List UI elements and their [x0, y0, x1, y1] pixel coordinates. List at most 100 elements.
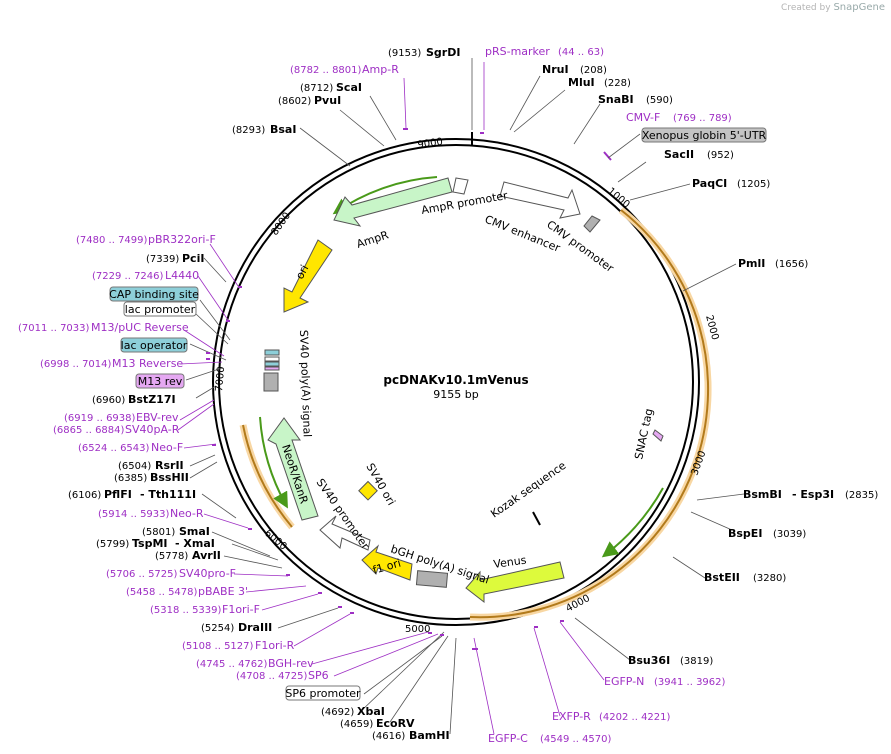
primer-cmv-f-range: (769 .. 789) — [673, 113, 732, 124]
box-sp6-promoter[interactable]: SP6 promoter — [285, 685, 361, 701]
enzyme-xbai[interactable]: XbaI — [357, 705, 385, 718]
enzyme-snabi-pos: (590) — [646, 95, 673, 106]
enzyme-scai[interactable]: ScaI — [336, 81, 362, 94]
enzyme-bstz17i[interactable]: BstZ17I — [128, 393, 176, 406]
enzyme-paqci-pos: (1205) — [737, 179, 770, 190]
primer-l4440[interactable]: L4440 — [165, 269, 199, 282]
svg-text:M13 rev: M13 rev — [138, 375, 183, 388]
svg-text:lac promoter: lac promoter — [125, 303, 196, 316]
primer-pbabe3[interactable]: pBABE 3' — [198, 585, 248, 598]
enzyme-pvui[interactable]: PvuI — [314, 94, 341, 107]
enzyme-xmai[interactable]: - XmaI — [175, 537, 215, 550]
box-lac-operator[interactable]: lac operator — [120, 337, 188, 353]
enzyme-bspei[interactable]: BspEI — [728, 527, 762, 540]
backbone-outer — [212, 138, 700, 626]
enzyme-pcii[interactable]: PciI — [182, 252, 204, 265]
enzyme-bsteii[interactable]: BstEII — [704, 571, 740, 584]
box-cap-binding-site[interactable]: CAP binding site — [109, 286, 199, 302]
enzyme-nrui[interactable]: NruI — [542, 63, 569, 76]
enzyme-smai[interactable]: SmaI — [179, 525, 210, 538]
enzyme-sgrdi[interactable]: SgrDI — [426, 46, 460, 59]
primer-l4440-range: (7229 .. 7246) — [92, 271, 164, 282]
enzyme-bsai[interactable]: BsaI — [270, 123, 296, 136]
primer-f1ori-f[interactable]: F1ori-F — [222, 603, 260, 616]
primer-bgh-rev[interactable]: BGH-rev — [268, 657, 314, 670]
feature-label-ori: ori — [293, 263, 311, 282]
primer-m13-reverse[interactable]: M13 Reverse — [112, 357, 183, 370]
primer-m13puc-rev[interactable]: M13/pUC Reverse — [91, 321, 189, 334]
tick-3000: 3000 — [689, 449, 708, 477]
primer-cmv-f[interactable]: CMV-F — [626, 111, 660, 124]
primer-exfp-r[interactable]: EXFP-R — [552, 710, 591, 723]
primer-sv40pa-r[interactable]: SV40pA-R — [125, 423, 180, 436]
cmv-enhancer-arrow — [499, 181, 581, 219]
primer-m13-reverse-range: (6998 .. 7014) — [40, 359, 112, 370]
primer-egfp-c[interactable]: EGFP-C — [488, 732, 528, 745]
f1-ori-arrow — [361, 544, 413, 581]
enzyme-bsmbi[interactable]: BsmBI — [743, 488, 782, 501]
primer-exfp-r-range: (4202 .. 4221) — [599, 712, 671, 723]
enzyme-rsrii[interactable]: RsrII — [155, 459, 184, 472]
snapgene-branding: Created by SnapGene — [781, 2, 885, 13]
primer-egfp-n[interactable]: EGFP-N — [604, 675, 644, 688]
enzyme-draiii[interactable]: DraIII — [238, 621, 272, 634]
enzyme-bsmbi-pos: (2835) — [845, 490, 878, 501]
primer-pbabe3-range: (5458 .. 5478) — [126, 587, 198, 598]
enzyme-bsu36i[interactable]: Bsu36I — [628, 654, 670, 667]
enzyme-draiii-pos: (5254) — [201, 623, 234, 634]
primer-sv40pro-f[interactable]: SV40pro-F — [179, 567, 236, 580]
enzyme-pmli[interactable]: PmlI — [738, 257, 765, 270]
enzyme-pmli-pos: (1656) — [775, 259, 808, 270]
enzyme-ecorv[interactable]: EcoRV — [376, 717, 415, 730]
enzyme-pflfi[interactable]: PflFI — [104, 488, 132, 501]
enzyme-tspmi[interactable]: TspMI — [132, 537, 168, 550]
svg-text:Xenopus globin 5'-UTR: Xenopus globin 5'-UTR — [642, 129, 767, 142]
primer-neo-r[interactable]: Neo-R — [170, 507, 204, 520]
enzyme-mlui[interactable]: MluI — [568, 76, 595, 89]
primer-f1ori-r[interactable]: F1ori-R — [255, 639, 295, 652]
primer-sv40pa-r-range: (6865 .. 6884) — [53, 425, 125, 436]
kozak-mark — [532, 511, 541, 526]
enzyme-mlui-pos: (228) — [604, 78, 631, 89]
enzyme-xbai-pos: (4692) — [321, 707, 354, 718]
primer-prs-marker-range: (44 .. 63) — [558, 47, 604, 58]
enzyme-nrui-pos: (208) — [580, 65, 607, 76]
enzyme-ecorv-pos: (4659) — [340, 719, 373, 730]
enzyme-avrii[interactable]: AvrII — [192, 549, 221, 562]
m13rev-box — [264, 366, 280, 371]
box-xenopus-utr[interactable]: Xenopus globin 5'-UTR — [641, 127, 767, 143]
enzyme-pcii-pos: (7339) — [146, 254, 179, 265]
tick-1000: 1000 — [605, 186, 632, 211]
leader-lines — [177, 58, 745, 735]
enzyme-bsshii[interactable]: BssHII — [150, 471, 189, 484]
enzyme-paqci[interactable]: PaqCI — [692, 177, 727, 190]
ampr-promoter-arrow — [452, 177, 469, 195]
feature-label-ampr: AmpR — [355, 228, 391, 251]
primer-amp-r[interactable]: Amp-R — [362, 63, 399, 76]
plasmid-name: pcDNAKv10.1mVenus — [383, 373, 528, 387]
enzyme-sgrdi-pos: (9153) — [388, 48, 421, 59]
enzyme-scai-pos: (8712) — [300, 83, 333, 94]
cmv-f-mark — [603, 151, 612, 161]
enzyme-tth111i[interactable]: - Tth111I — [140, 488, 196, 501]
enzyme-bamhi-pos: (4616) — [372, 731, 405, 742]
svg-text:lac operator: lac operator — [121, 339, 188, 352]
enzyme-snabi[interactable]: SnaBI — [598, 93, 634, 106]
primer-neo-f[interactable]: Neo-F — [151, 441, 183, 454]
feature-label-kozak: Kozak sequence — [488, 459, 568, 521]
plasmid-size: 9155 bp — [433, 388, 478, 401]
primer-prs-marker[interactable]: pRS-marker — [485, 45, 550, 58]
primer-ebv-rev[interactable]: EBV-rev — [136, 411, 179, 424]
box-m13-rev[interactable]: M13 rev — [135, 373, 185, 389]
venus-arrow — [465, 561, 565, 604]
primer-pbr322ori-f[interactable]: pBR322ori-F — [148, 233, 216, 246]
enzyme-bspei-pos: (3039) — [773, 529, 806, 540]
enzyme-sacii[interactable]: SacII — [664, 148, 694, 161]
primer-sp6[interactable]: SP6 — [308, 669, 329, 682]
enzyme-pflfi-pos: (6106) — [68, 490, 101, 501]
enzyme-esp3i[interactable]: - Esp3I — [792, 488, 834, 501]
box-lac-promoter[interactable]: lac promoter — [123, 301, 197, 317]
enzyme-bamhi[interactable]: BamHI — [409, 729, 450, 742]
enzyme-bsshii-pos: (6385) — [114, 473, 147, 484]
lac-operator-box — [264, 361, 280, 367]
